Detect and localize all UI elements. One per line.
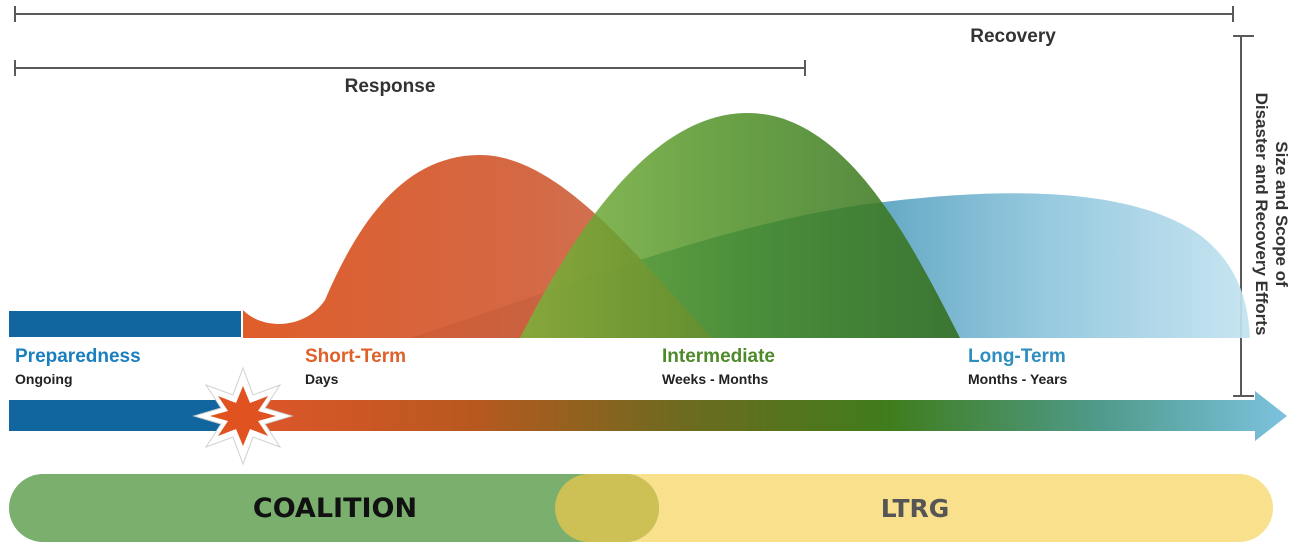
preparedness-bar	[9, 311, 241, 337]
phase-short-term: Short-Term Days	[305, 346, 406, 387]
phase-title: Short-Term	[305, 346, 406, 367]
phase-long-term: Long-Term Months - Years	[968, 346, 1068, 387]
scope-label-line1: Size and Scope of	[1272, 141, 1291, 287]
phase-title: Long-Term	[968, 346, 1066, 367]
disaster-burst-icon	[192, 366, 294, 466]
phase-title: Intermediate	[662, 346, 775, 367]
phase-intermediate: Intermediate Weeks - Months	[662, 346, 775, 387]
coalition-label: COALITION	[253, 493, 417, 524]
response-bracket	[14, 60, 806, 76]
recovery-bracket	[14, 6, 1234, 22]
phase-subtitle: Months - Years	[968, 371, 1068, 387]
scope-label: Size and Scope of Disaster and Recovery …	[1252, 93, 1291, 336]
coalition-pill	[9, 474, 659, 542]
recovery-label: Recovery	[970, 26, 1056, 47]
overlap-region	[555, 474, 659, 542]
phase-subtitle: Ongoing	[15, 371, 73, 387]
phase-preparedness: Preparedness Ongoing	[15, 346, 141, 387]
phase-title: Preparedness	[15, 346, 141, 367]
phase-subtitle: Days	[305, 371, 339, 387]
ltrg-label: LTRG	[881, 494, 950, 523]
intermediate-curve	[520, 112, 960, 339]
coalition-ltrg-bar: COALITION LTRG	[9, 474, 1273, 542]
ltrg-pill	[555, 474, 1273, 542]
response-label: Response	[345, 76, 436, 97]
phase-subtitle: Weeks - Months	[662, 371, 769, 387]
timeline-arrow	[241, 391, 1287, 441]
scope-bracket	[1233, 35, 1254, 397]
scope-label-line2: Disaster and Recovery Efforts	[1252, 93, 1271, 336]
